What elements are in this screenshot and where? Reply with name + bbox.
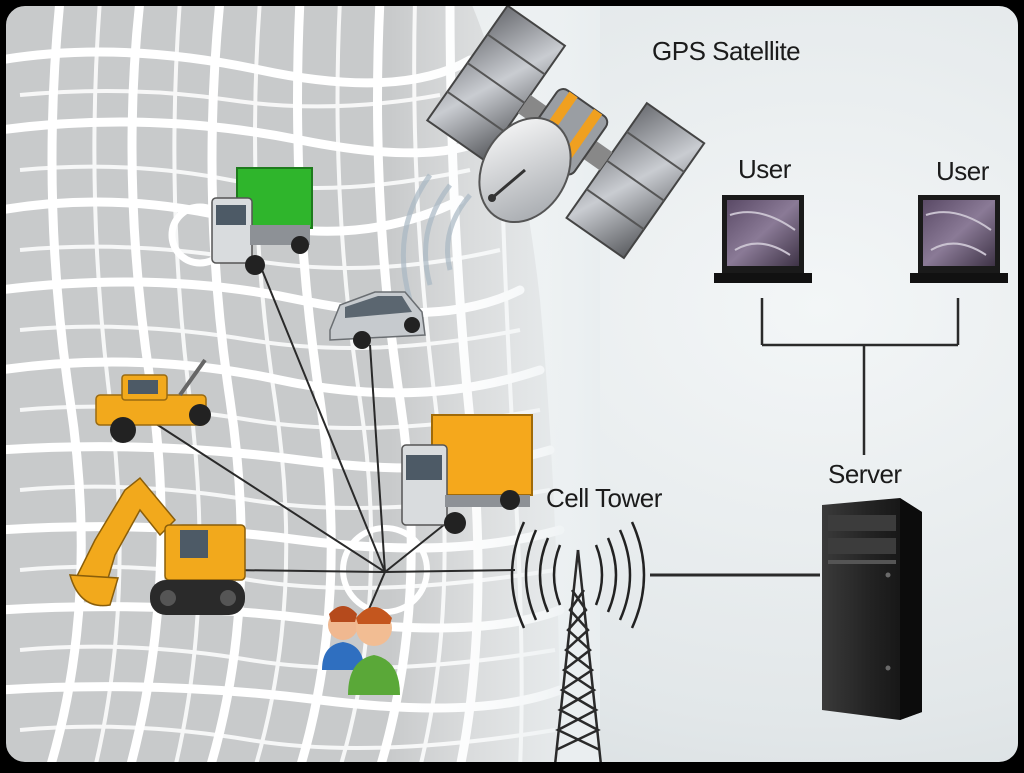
server-icon [822,498,922,720]
tow-truck-icon [95,358,211,443]
user-label-1: User [738,154,791,184]
laptop-icon [714,195,812,283]
silver-car-icon [329,291,426,349]
cell-tower-label: Cell Tower [546,483,662,513]
satellite-signal-icon [400,173,472,301]
user-label-2: User [936,156,989,186]
cell-tower-icon [510,521,646,765]
green-truck-icon [211,167,313,275]
people-icon [322,606,400,695]
network-links [149,264,960,631]
gps-satellite-icon [425,4,706,260]
server-label: Server [828,459,902,489]
orange-truck-icon [401,414,533,534]
gps-satellite-label: GPS Satellite [652,36,801,66]
laptop-icon [910,195,1008,283]
excavator-icon [68,476,246,615]
